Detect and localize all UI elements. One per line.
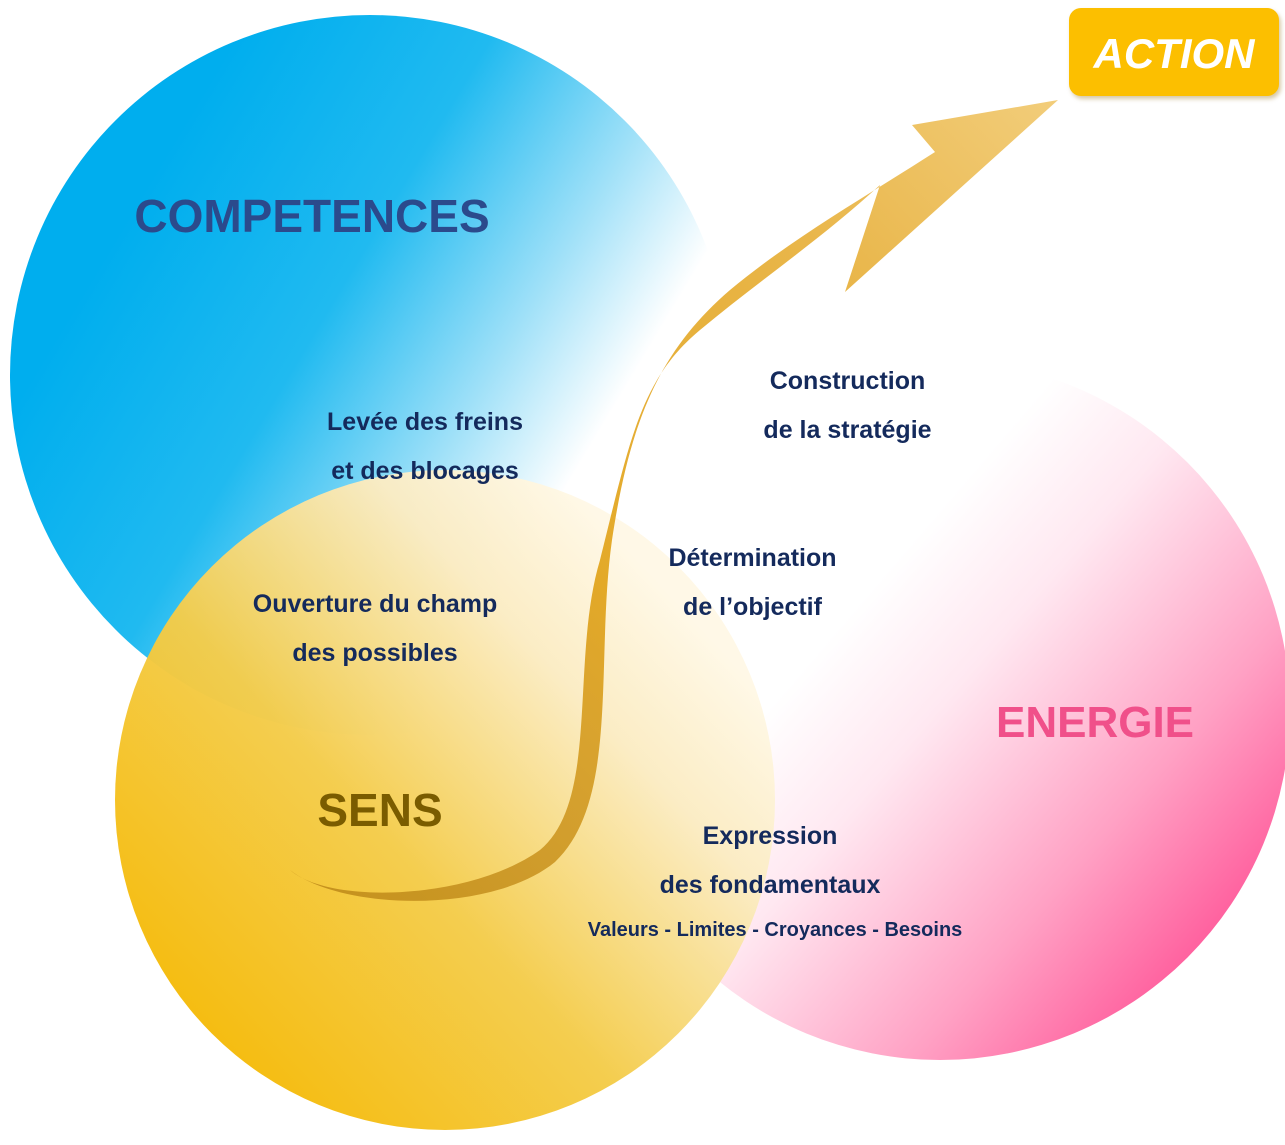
step-expression-fondamentaux: Expression des fondamentaux bbox=[620, 812, 920, 910]
step-levee-line-2: et des blocages bbox=[331, 457, 519, 485]
step-determination-line-2: de l’objectif bbox=[683, 593, 822, 621]
circle-sens bbox=[115, 470, 775, 1130]
energie-title: ENERGIE bbox=[995, 698, 1195, 747]
step-construction-strategie: Construction de la stratégie bbox=[730, 357, 965, 455]
step-ouverture-line-1: Ouverture du champ bbox=[252, 590, 498, 618]
step-determination-objectif: Détermination de l’objectif bbox=[630, 534, 875, 632]
step-determination-line-1: Détermination bbox=[668, 544, 837, 572]
step-ouverture-du-champ: Ouverture du champ des possibles bbox=[210, 580, 540, 678]
step-levee-des-freins: Levée des freins et des blocages bbox=[290, 398, 560, 496]
fondamentaux-detail: Valeurs - Limites - Croyances - Besoins bbox=[587, 919, 963, 941]
action-label: ACTION bbox=[1093, 30, 1255, 77]
action-badge: ACTION bbox=[1069, 8, 1279, 96]
step-levee-line-1: Levée des freins bbox=[327, 408, 523, 436]
competences-title: COMPETENCES bbox=[134, 190, 490, 242]
step-construction-line-2: de la stratégie bbox=[763, 416, 932, 444]
step-ouverture-line-2: des possibles bbox=[292, 639, 458, 667]
step-expression-line-1: Expression bbox=[702, 822, 838, 850]
step-construction-line-1: Construction bbox=[769, 367, 926, 395]
sens-title: SENS bbox=[317, 784, 443, 836]
step-expression-line-2: des fondamentaux bbox=[659, 871, 881, 899]
